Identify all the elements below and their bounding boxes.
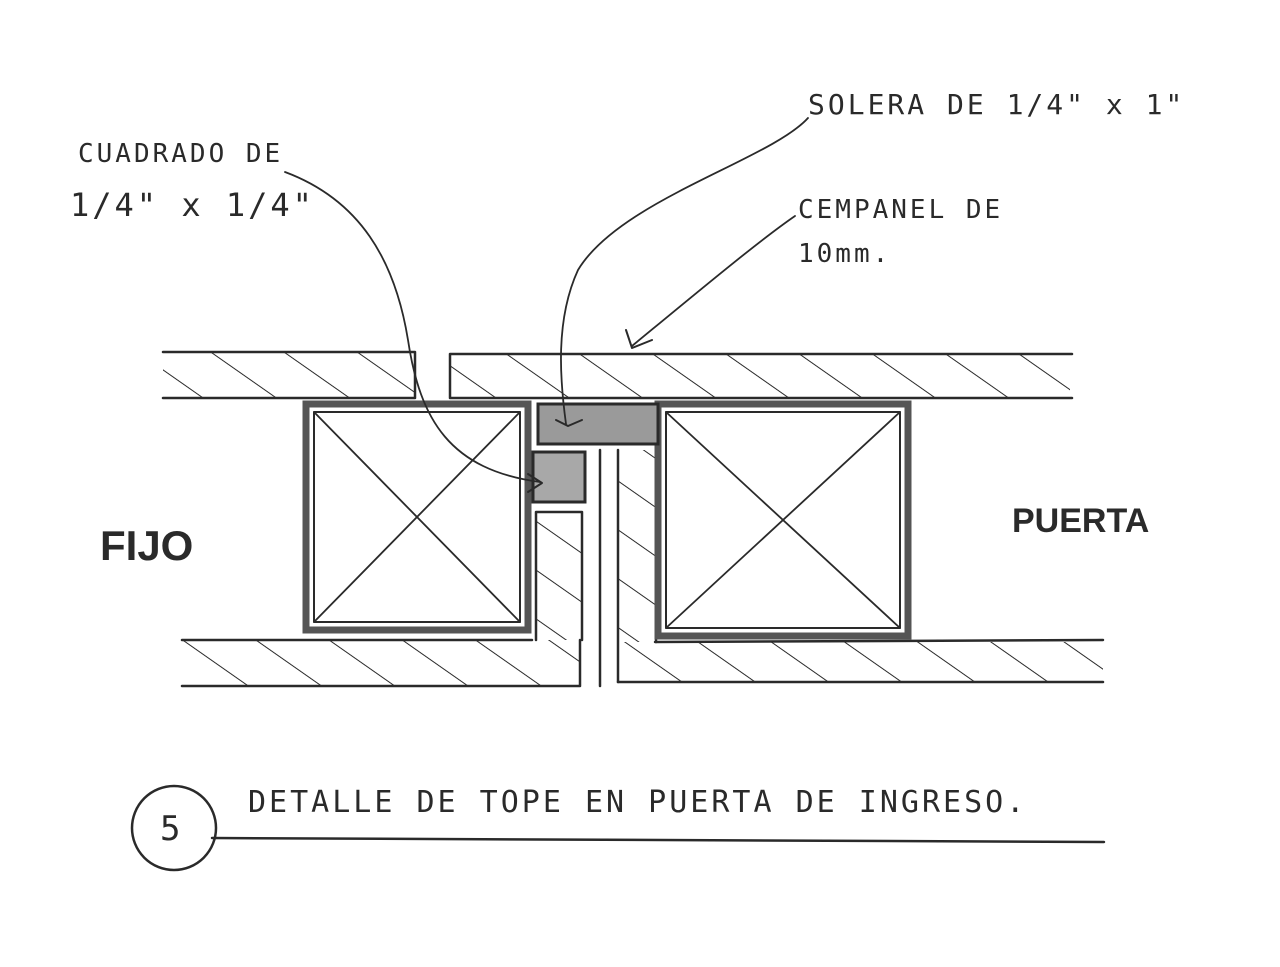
arrowhead-cempanel (625, 329, 653, 349)
square-bar-cuadrado (531, 450, 587, 504)
top-panel-right (448, 352, 1074, 400)
door-frame-tube (654, 400, 912, 640)
bottom-panel-left (180, 638, 582, 688)
caption-title: DETALLE DE TOPE EN PUERTA DE INGRESO. (248, 785, 1027, 820)
top-panel-left (161, 350, 417, 400)
label-cempanel-line1: CEMPANEL DE (798, 195, 1003, 225)
label-fijo: FIJO (100, 522, 193, 569)
leader-cempanel (631, 215, 796, 347)
arrowhead-cuadrado (527, 473, 543, 493)
caption-number-circle (130, 784, 218, 872)
caption: 5 DETALLE DE TOPE EN PUERTA DE INGRESO. (130, 784, 1106, 872)
label-puerta: PUERTA (1012, 502, 1149, 540)
fixed-frame-tube (302, 400, 532, 634)
left-jamb-panel (534, 510, 584, 642)
arrowhead-solera (555, 419, 583, 427)
caption-underline (210, 836, 1106, 844)
caption-number: 5 (160, 809, 183, 849)
label-cuadrado-line1: CUADRADO DE (78, 139, 283, 169)
flat-bar-solera (536, 402, 660, 446)
leader-cuadrado (284, 171, 541, 483)
bottom-panel-right (616, 638, 1105, 684)
label-solera: SOLERA DE 1/4" x 1" (808, 88, 1185, 121)
leader-solera (560, 117, 809, 425)
label-cempanel-line2: 10mm. (798, 239, 891, 269)
label-cuadrado-line2: 1/4" x 1/4" (70, 186, 315, 224)
